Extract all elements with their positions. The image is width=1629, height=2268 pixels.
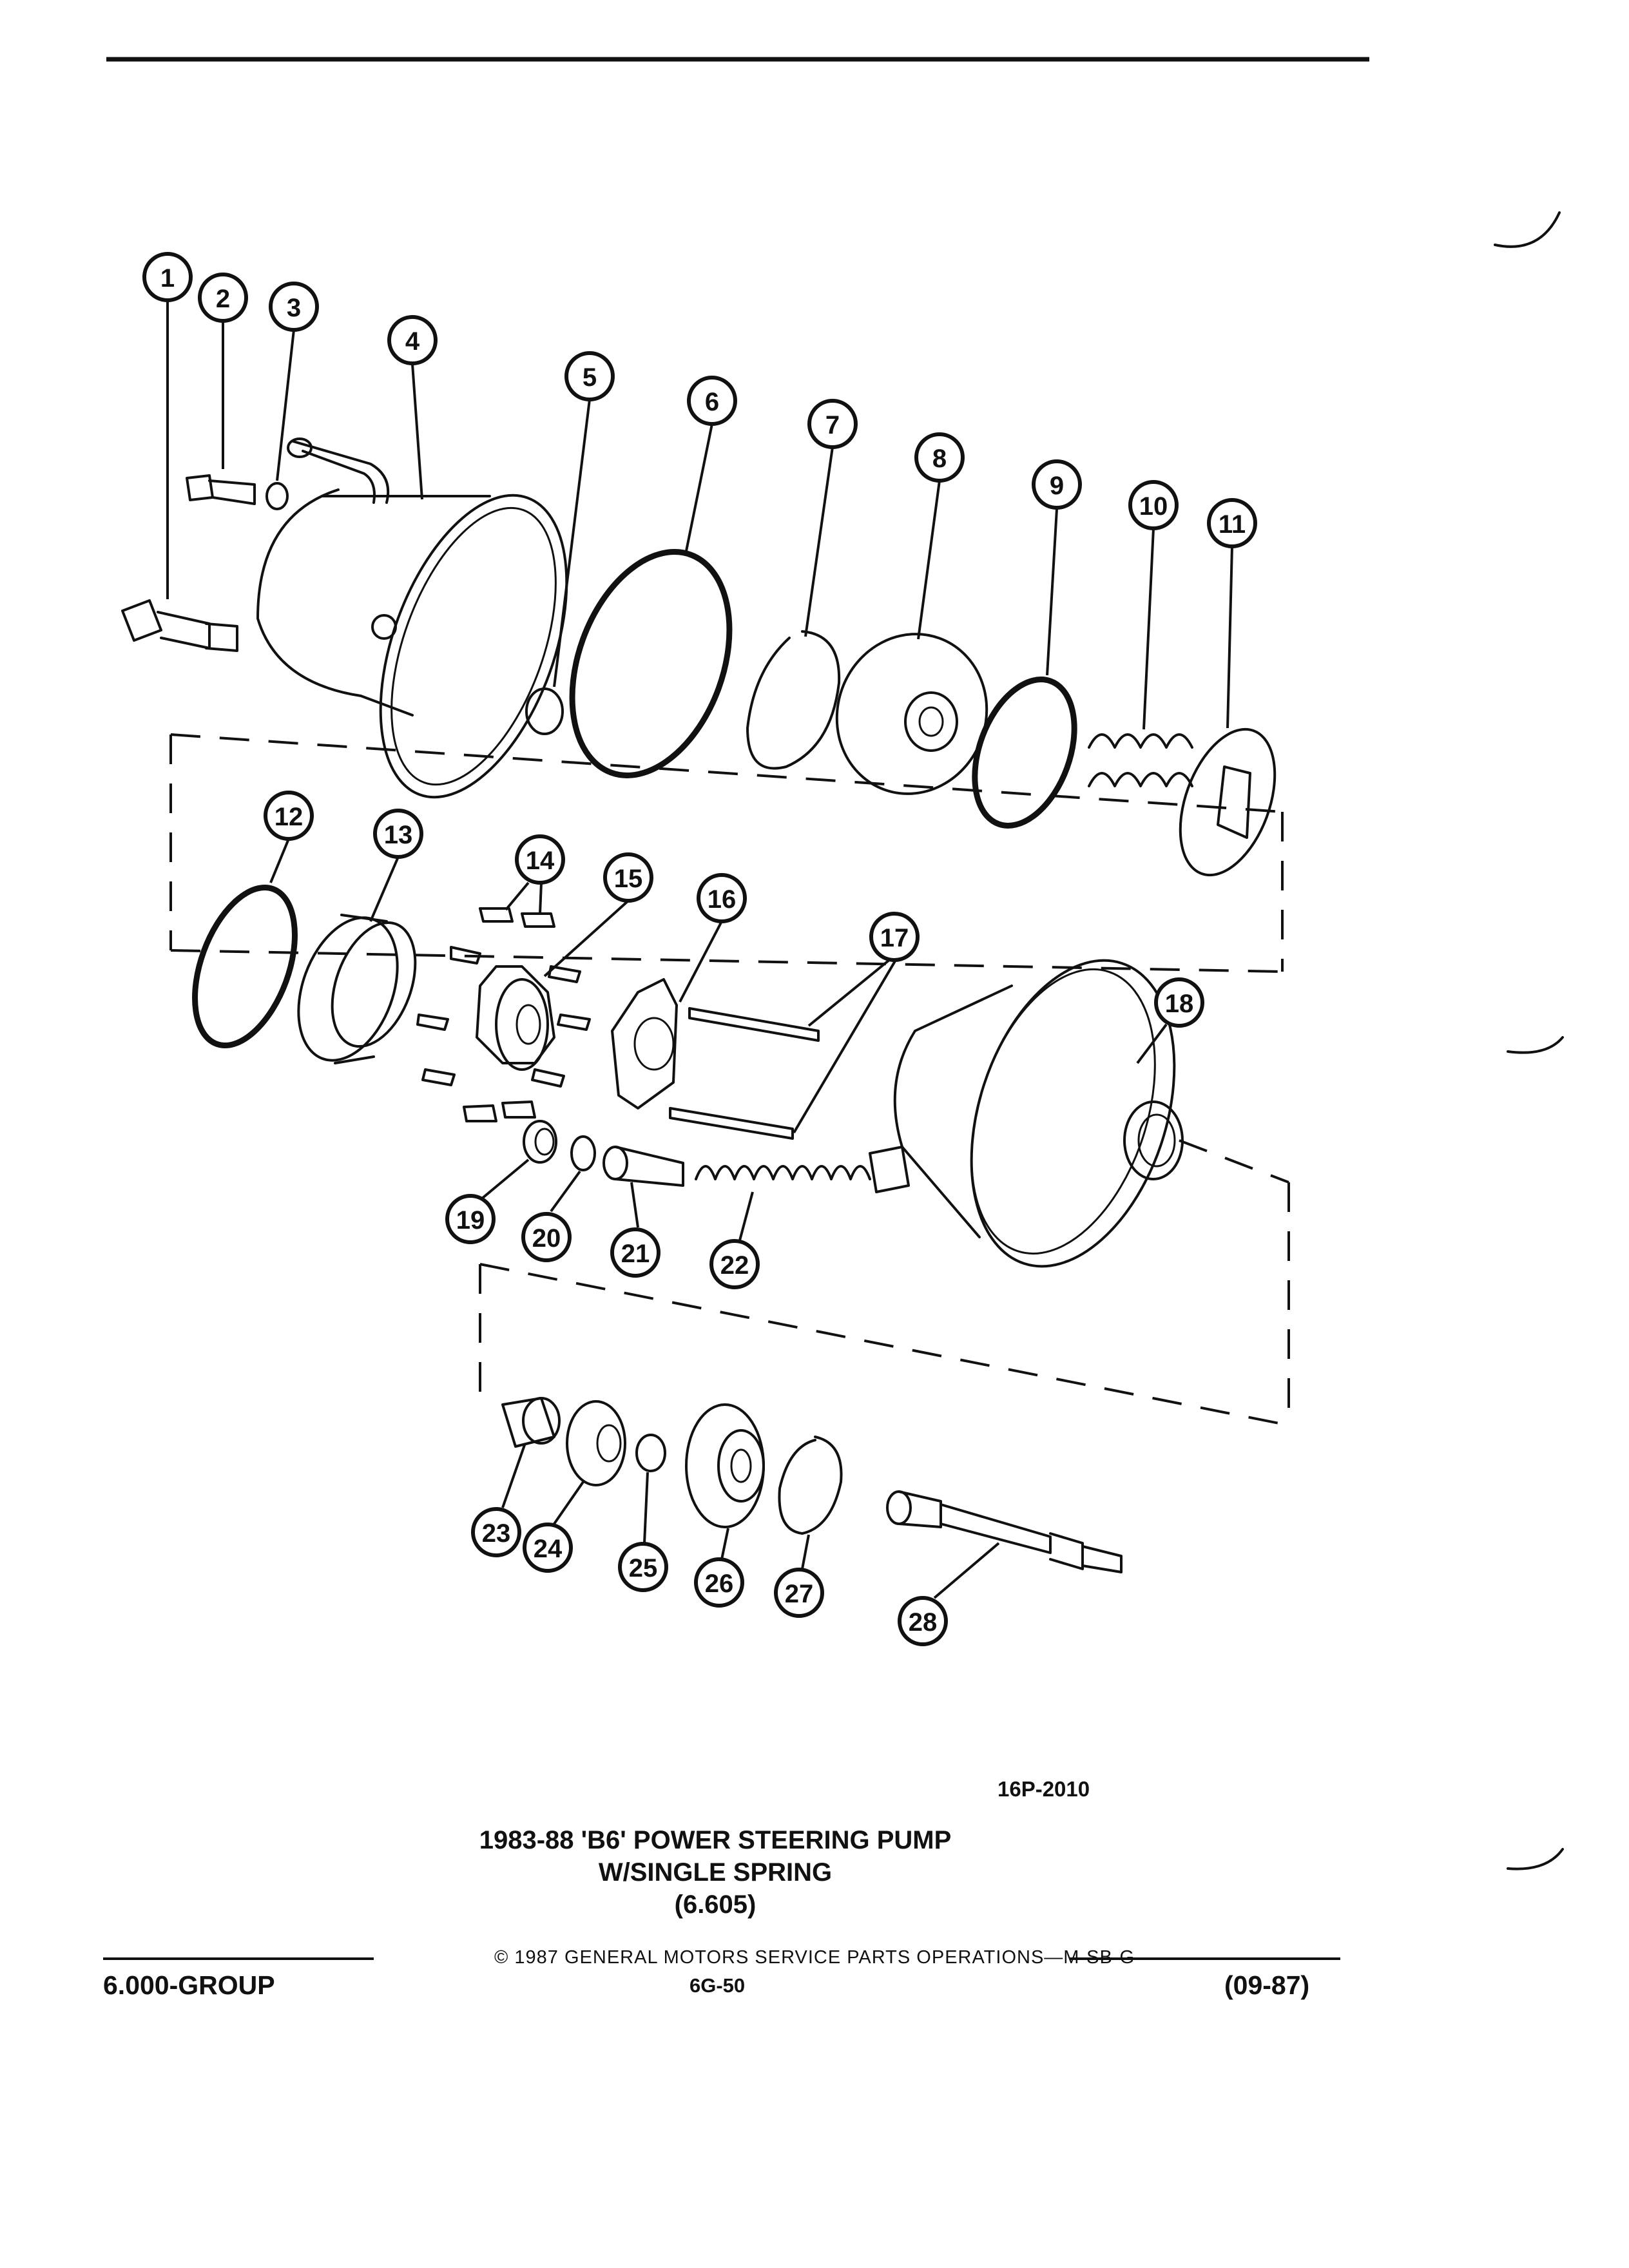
exploded-guide-box-1 bbox=[169, 733, 1284, 973]
callout-28-label: 28 bbox=[909, 1608, 938, 1637]
part-o-ring-9 bbox=[972, 677, 1077, 829]
part-vanes-14 bbox=[416, 907, 591, 1122]
callout-22: 22 bbox=[709, 1239, 760, 1289]
callout-4-label: 4 bbox=[405, 327, 420, 356]
callout-7-label: 7 bbox=[825, 411, 840, 439]
part-flow-control-valve-21 bbox=[602, 1146, 684, 1187]
callout-5-label: 5 bbox=[583, 363, 597, 392]
exploded-guide-box-2 bbox=[479, 1139, 1290, 1427]
callout-12: 12 bbox=[264, 791, 314, 841]
group-label: 6.000-GROUP bbox=[103, 1970, 275, 2000]
figure-title-line-1: 1983-88 'B6' POWER STEERING PUMP bbox=[479, 1826, 952, 1854]
callout-1-label: 1 bbox=[160, 264, 175, 293]
part-fitting-2 bbox=[186, 474, 256, 505]
callout-26-label: 26 bbox=[705, 1570, 734, 1598]
part-reservoir-4 bbox=[256, 437, 568, 799]
part-seal-24 bbox=[566, 1400, 626, 1486]
figure-number: 16P-2010 bbox=[998, 1777, 1090, 1801]
callout-10: 10 bbox=[1128, 480, 1179, 530]
callout-23: 23 bbox=[471, 1507, 521, 1557]
part-retaining-ring-7 bbox=[746, 630, 841, 770]
part-o-ring-20 bbox=[570, 1135, 596, 1171]
callout-11: 11 bbox=[1207, 498, 1257, 548]
callout-6-label: 6 bbox=[705, 388, 719, 416]
part-plug-5 bbox=[525, 687, 564, 735]
callout-22-label: 22 bbox=[720, 1251, 749, 1280]
callout-18: 18 bbox=[1154, 977, 1204, 1028]
callout-24: 24 bbox=[523, 1523, 573, 1573]
callout-20-label: 20 bbox=[532, 1224, 561, 1253]
part-bearing-26 bbox=[685, 1403, 765, 1528]
callout-8-label: 8 bbox=[932, 445, 947, 473]
part-o-ring-3 bbox=[265, 482, 289, 510]
binder-marks bbox=[1494, 211, 1564, 1870]
callout-17: 17 bbox=[869, 912, 920, 962]
callout-6: 6 bbox=[687, 376, 737, 426]
callout-13-label: 13 bbox=[384, 821, 413, 849]
callout-21: 21 bbox=[610, 1227, 660, 1278]
callout-3: 3 bbox=[269, 282, 319, 332]
callout-2: 2 bbox=[198, 273, 248, 323]
part-dowel-pins-17 bbox=[669, 1007, 820, 1140]
callout-10-label: 10 bbox=[1139, 492, 1168, 521]
callout-26: 26 bbox=[694, 1557, 744, 1608]
date-code: (09-87) bbox=[1224, 1970, 1310, 2000]
part-fitting-1 bbox=[121, 599, 238, 652]
callout-25-label: 25 bbox=[629, 1554, 658, 1582]
part-pressure-plate-11 bbox=[1179, 727, 1277, 877]
callout-15-label: 15 bbox=[614, 865, 643, 893]
copyright-notice: © 1987 GENERAL MOTORS SERVICE PARTS OPER… bbox=[494, 1947, 1135, 1968]
part-retaining-ring-27 bbox=[778, 1436, 843, 1535]
callout-14-label: 14 bbox=[526, 847, 555, 875]
part-cam-ring-13 bbox=[297, 914, 417, 1064]
callout-9: 9 bbox=[1032, 459, 1082, 510]
callout-5: 5 bbox=[564, 351, 615, 401]
part-seal-19 bbox=[523, 1120, 557, 1164]
callout-12-label: 12 bbox=[275, 803, 304, 831]
part-spring-10 bbox=[1088, 733, 1193, 787]
callout-7: 7 bbox=[807, 399, 858, 449]
callout-11-label: 11 bbox=[1219, 510, 1246, 539]
callout-14: 14 bbox=[515, 834, 565, 885]
callout-27-label: 27 bbox=[785, 1580, 814, 1608]
callout-3-label: 3 bbox=[287, 294, 301, 322]
part-bushing-23 bbox=[501, 1397, 561, 1448]
callout-25: 25 bbox=[618, 1542, 668, 1592]
callout-27: 27 bbox=[774, 1568, 824, 1618]
part-drive-shaft-28 bbox=[886, 1490, 1123, 1573]
callout-19: 19 bbox=[445, 1194, 496, 1244]
page-number: 6G-50 bbox=[689, 1974, 746, 1997]
callout-9-label: 9 bbox=[1050, 472, 1064, 500]
callout-18-label: 18 bbox=[1165, 990, 1194, 1018]
callout-20: 20 bbox=[521, 1212, 572, 1262]
part-o-ring-12 bbox=[192, 884, 298, 1049]
callout-28: 28 bbox=[898, 1596, 948, 1646]
part-spring-22 bbox=[695, 1165, 871, 1180]
callout-8: 8 bbox=[914, 432, 965, 483]
callout-16: 16 bbox=[697, 873, 747, 923]
figure-title-line-2: W/SINGLE SPRING bbox=[598, 1858, 833, 1887]
part-snap-ring-25 bbox=[635, 1434, 666, 1472]
part-o-ring-6 bbox=[569, 549, 733, 778]
leader-lines bbox=[166, 300, 1233, 1599]
callout-4: 4 bbox=[387, 315, 438, 365]
figure-title-line-3: (6.605) bbox=[674, 1890, 757, 1919]
callout-19-label: 19 bbox=[456, 1206, 485, 1235]
callout-23-label: 23 bbox=[482, 1519, 511, 1548]
callout-16-label: 16 bbox=[708, 885, 737, 914]
callout-17-label: 17 bbox=[880, 924, 909, 952]
callout-13: 13 bbox=[373, 809, 423, 859]
callout-21-label: 21 bbox=[621, 1240, 650, 1268]
callout-1: 1 bbox=[142, 252, 193, 302]
callout-24-label: 24 bbox=[534, 1535, 563, 1563]
part-rotor-15 bbox=[476, 965, 555, 1071]
callout-2-label: 2 bbox=[216, 285, 230, 313]
part-thrust-plate-16 bbox=[611, 978, 678, 1110]
callout-15: 15 bbox=[603, 852, 653, 903]
part-end-plate-8 bbox=[835, 633, 988, 795]
